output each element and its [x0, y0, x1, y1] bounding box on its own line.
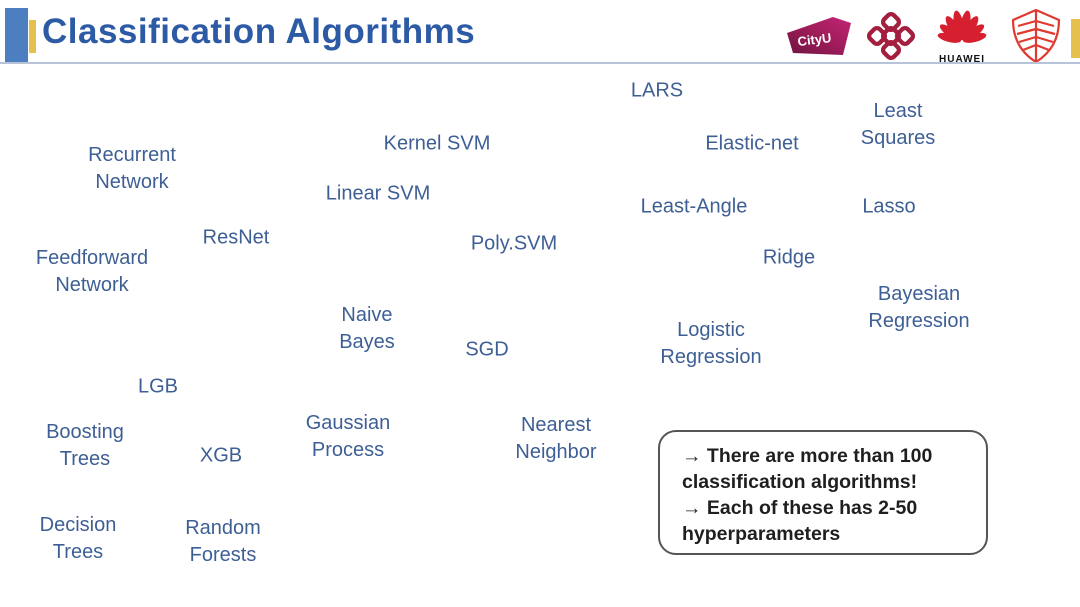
callout-line-2: → Each of these has 2-50 hyperparameters	[682, 497, 918, 545]
algorithm-label-ridge: Ridge	[762, 246, 816, 269]
algorithm-label-least-angle: Least-Angle	[640, 195, 748, 218]
algorithm-label-kernel-svm: Kernel SVM	[383, 132, 491, 155]
title-accent-gold-bar	[29, 20, 36, 53]
algorithm-label-elastic-net: Elastic-net	[705, 132, 799, 155]
huawei-logo-icon: HUAWEI	[937, 10, 987, 65]
algorithm-label-naive-bayes: Naive Bayes	[339, 304, 395, 353]
algorithm-label-xgb: XGB	[199, 444, 243, 467]
title-divider-line	[0, 62, 1080, 64]
page-title: Classification Algorithms	[42, 12, 476, 51]
huawei-logo-text: HUAWEI	[939, 54, 985, 65]
cityu-logo-icon: CityU	[787, 17, 851, 55]
algorithm-label-linear-svm: Linear SVM	[325, 182, 431, 205]
algorithm-label-recurrent-network: Recurrent Network	[88, 144, 176, 193]
algorithm-label-random-forests: Random Forests	[185, 517, 261, 566]
algorithm-label-feedforward-network: Feedforward Network	[35, 247, 149, 296]
right-accent-gold-bar	[1071, 19, 1080, 58]
callout-box: → There are more than 100 classification…	[658, 430, 988, 555]
logo-row: CityU HUAWEI	[786, 6, 1064, 66]
algorithm-label-decision-trees: Decision Trees	[39, 514, 117, 563]
cityu-logo-text: CityU	[797, 30, 833, 49]
algorithm-label-bayesian-regression: Bayesian Regression	[868, 283, 970, 332]
algorithm-label-boosting-trees: Boosting Trees	[46, 421, 124, 470]
algorithm-label-least-squares: Least Squares	[860, 100, 936, 149]
callout-line-1: → There are more than 100 classification…	[682, 445, 933, 493]
algorithm-label-sgd: SGD	[465, 338, 509, 361]
algorithm-label-nearest-neighbor: Nearest Neighbor	[515, 414, 597, 463]
algorithm-label-lasso: Lasso	[862, 195, 916, 218]
algorithm-label-resnet: ResNet	[202, 226, 270, 249]
algorithm-label-lgb: LGB	[137, 375, 179, 398]
algorithm-label-lars: LARS	[630, 79, 684, 102]
algorithm-label-poly-svm: Poly.SVM	[470, 232, 558, 255]
algorithm-label-gaussian-process: Gaussian Process	[305, 412, 391, 461]
shield-logo-icon	[1011, 8, 1061, 64]
polyu-logo-icon	[866, 11, 916, 61]
algorithm-label-logistic-regression: Logistic Regression	[660, 319, 762, 368]
title-accent-blue-block	[5, 8, 28, 64]
